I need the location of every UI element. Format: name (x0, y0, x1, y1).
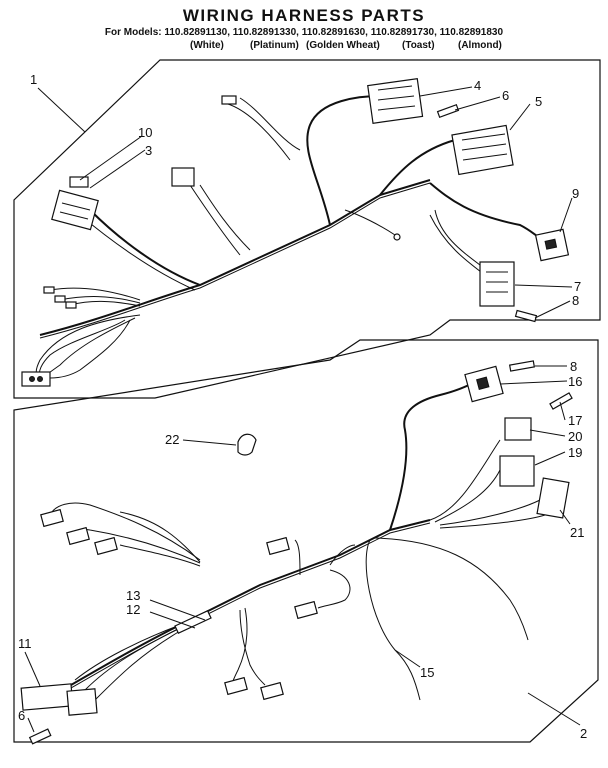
color-label-platinum: (Platinum) (250, 40, 299, 51)
sleeve-12 (174, 609, 212, 635)
color-label-almond: (Almond) (458, 40, 502, 51)
callout-6-lower: 6 (18, 708, 25, 723)
color-labels: (White) (Platinum) (Golden Wheat) (Toast… (0, 40, 608, 54)
callout-17: 17 (568, 413, 582, 428)
connector-3 (51, 189, 99, 231)
clip-10 (69, 176, 89, 188)
connector-7 (479, 261, 515, 307)
callout-12: 12 (126, 602, 140, 617)
connector-4 (367, 78, 424, 124)
callout-4: 4 (474, 78, 481, 93)
callout-15: 15 (420, 665, 434, 680)
connector-upper-bottom (21, 371, 51, 387)
callout-9: 9 (572, 186, 579, 201)
callout-7: 7 (574, 279, 581, 294)
callout-8-upper: 8 (572, 293, 579, 308)
callout-22: 22 (165, 432, 179, 447)
connector-11 (20, 683, 74, 711)
callout-6-upper: 6 (502, 88, 509, 103)
callout-3: 3 (145, 143, 152, 158)
terminal-6 (436, 103, 460, 119)
callout-13: 13 (126, 588, 140, 603)
connector-upper-left (171, 167, 195, 187)
terminal-8-upper (514, 309, 538, 323)
callout-21: 21 (570, 525, 584, 540)
connector-21 (536, 477, 570, 519)
terminal-8-lower (508, 360, 536, 372)
callout-11: 11 (18, 636, 32, 651)
connector-5 (451, 124, 514, 176)
upper-panel-outline (13, 59, 601, 399)
callout-19: 19 (568, 445, 582, 460)
color-label-toast: (Toast) (402, 40, 435, 51)
callout-1: 1 (30, 72, 37, 87)
terminal-6-lower (28, 728, 52, 745)
connector-20 (504, 417, 532, 441)
connector-19 (499, 455, 535, 487)
callout-2: 2 (580, 726, 587, 741)
callout-leaders (24, 86, 581, 733)
callout-16: 16 (568, 374, 582, 389)
models-line: For Models: 110.82891130, 110.82891330, … (104, 27, 504, 38)
callout-5: 5 (535, 94, 542, 109)
diagram-title: WIRING HARNESS PARTS (182, 6, 426, 25)
callout-10: 10 (138, 125, 152, 140)
callout-20: 20 (568, 429, 582, 444)
callout-8-lower: 8 (570, 359, 577, 374)
clip-22 (237, 433, 257, 456)
terminal-17 (549, 392, 573, 410)
color-label-golden-wheat: (Golden Wheat) (306, 40, 380, 51)
color-label-white: (White) (190, 40, 224, 51)
lower-panel-outline (13, 339, 599, 743)
wire-15 (365, 539, 421, 701)
upper-branch-to-4 (306, 95, 381, 226)
